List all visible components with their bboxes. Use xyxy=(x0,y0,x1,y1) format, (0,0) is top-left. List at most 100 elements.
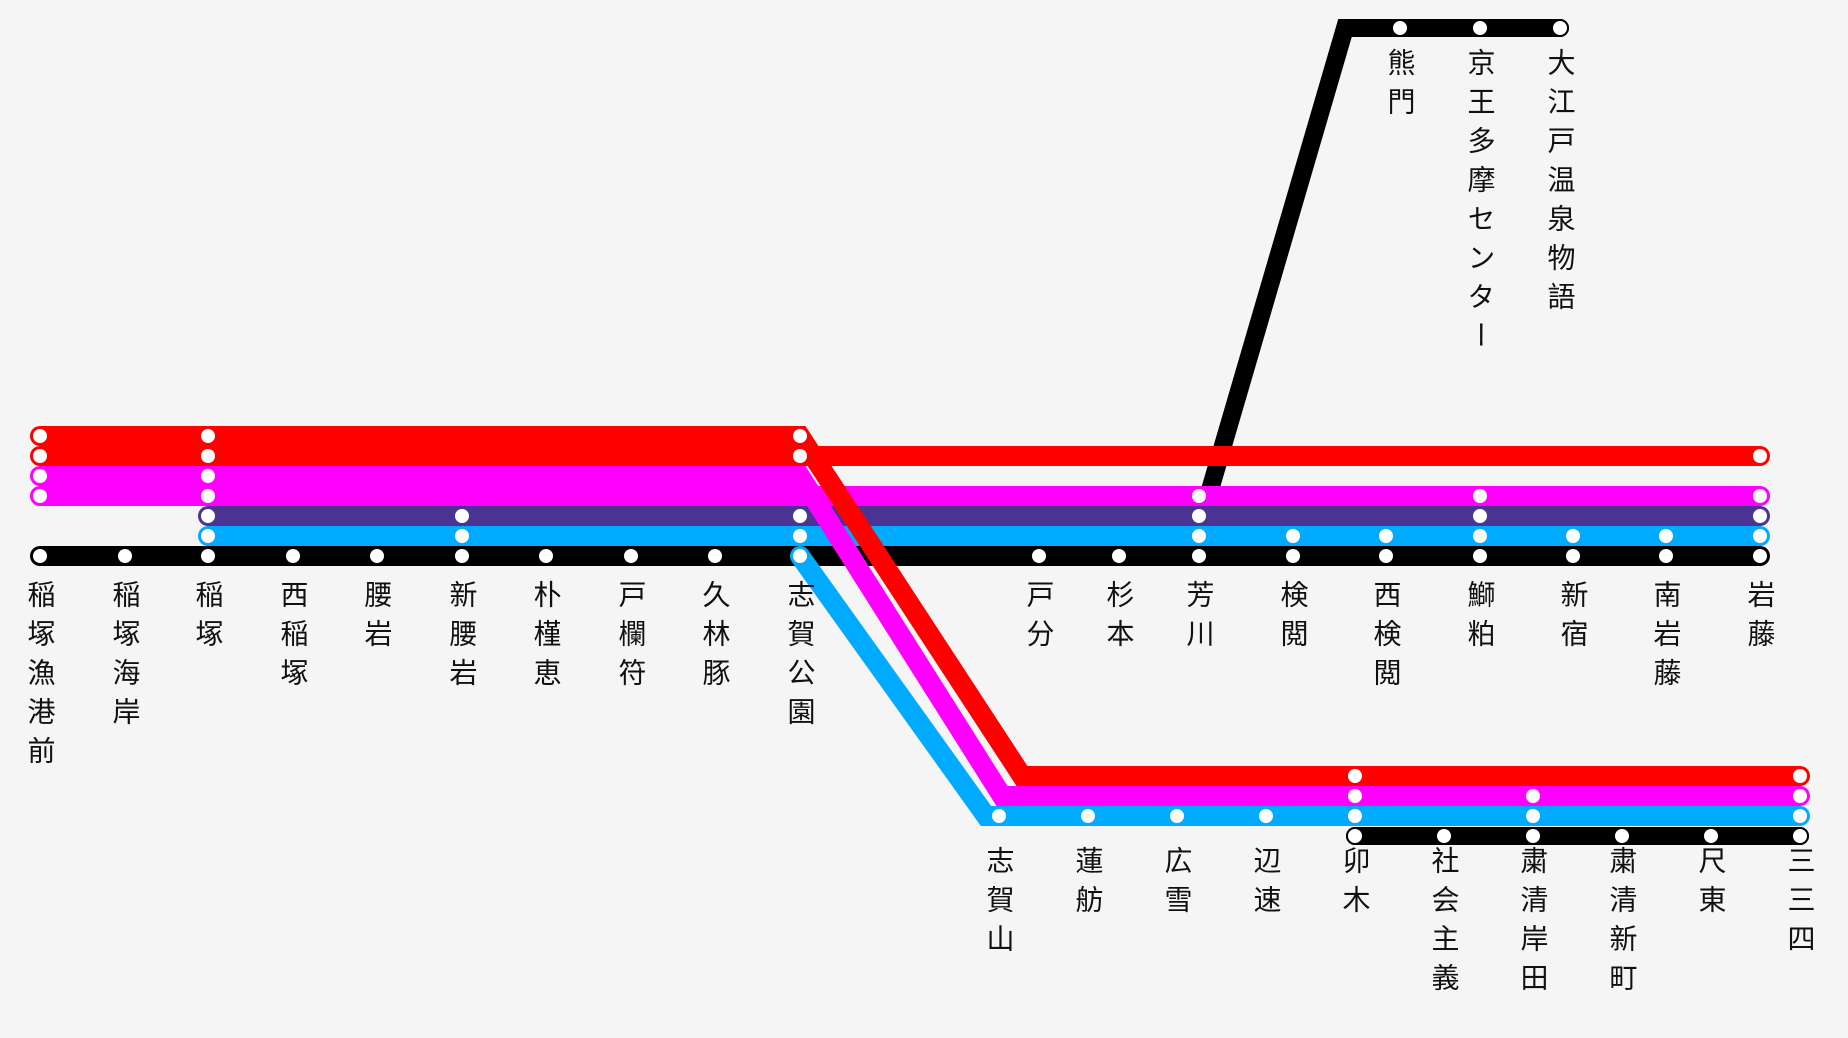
station-label-s07[interactable]: 朴槿恵 xyxy=(530,580,563,697)
station-marker[interactable] xyxy=(1473,529,1487,543)
station-label-s09[interactable]: 久林豚 xyxy=(699,580,732,697)
station-label-s16[interactable]: 鰤粕 xyxy=(1464,580,1497,658)
station-label-s22[interactable]: 大江戸温泉物語 xyxy=(1544,48,1577,321)
station-marker[interactable] xyxy=(455,549,469,563)
station-marker[interactable] xyxy=(199,527,217,545)
station-label-s03[interactable]: 稲塚 xyxy=(192,580,225,658)
station-marker[interactable] xyxy=(1659,549,1673,563)
station-marker[interactable] xyxy=(1526,789,1540,803)
station-label-s08[interactable]: 戸欄符 xyxy=(615,580,648,697)
station-marker[interactable] xyxy=(1791,807,1809,825)
station-marker[interactable] xyxy=(1566,529,1580,543)
station-marker[interactable] xyxy=(31,427,49,445)
station-marker[interactable] xyxy=(201,489,215,503)
station-marker[interactable] xyxy=(1751,507,1769,525)
station-marker[interactable] xyxy=(1791,827,1809,845)
station-label-s14[interactable]: 検閲 xyxy=(1277,580,1310,658)
station-label-s28[interactable]: 社会主義 xyxy=(1428,846,1461,1002)
station-label-s13[interactable]: 芳川 xyxy=(1183,580,1216,658)
station-marker[interactable] xyxy=(1551,19,1569,37)
station-marker[interactable] xyxy=(201,429,215,443)
station-marker[interactable] xyxy=(1791,767,1809,785)
station-marker[interactable] xyxy=(1170,809,1184,823)
station-marker[interactable] xyxy=(1473,549,1487,563)
station-label-s02[interactable]: 稲塚海岸 xyxy=(109,580,142,736)
station-label-s10[interactable]: 志賀公園 xyxy=(784,580,817,736)
station-marker[interactable] xyxy=(793,529,807,543)
station-marker[interactable] xyxy=(1473,509,1487,523)
station-label-s17[interactable]: 新宿 xyxy=(1557,580,1590,658)
station-label-s21[interactable]: 京王多摩センター xyxy=(1464,48,1497,360)
station-marker[interactable] xyxy=(1286,549,1300,563)
station-marker[interactable] xyxy=(1751,527,1769,545)
station-marker[interactable] xyxy=(1192,509,1206,523)
station-marker[interactable] xyxy=(455,509,469,523)
station-marker[interactable] xyxy=(1704,829,1718,843)
station-marker[interactable] xyxy=(1346,827,1364,845)
station-marker[interactable] xyxy=(1032,549,1046,563)
station-label-s19[interactable]: 岩藤 xyxy=(1744,580,1777,658)
station-marker[interactable] xyxy=(31,447,49,465)
station-marker[interactable] xyxy=(370,549,384,563)
station-marker[interactable] xyxy=(1192,529,1206,543)
station-label-s23[interactable]: 志賀山 xyxy=(983,846,1016,963)
station-label-s11[interactable]: 戸分 xyxy=(1023,580,1056,658)
station-marker[interactable] xyxy=(624,549,638,563)
station-marker[interactable] xyxy=(201,449,215,463)
station-marker[interactable] xyxy=(286,549,300,563)
station-marker[interactable] xyxy=(793,549,807,563)
station-marker[interactable] xyxy=(1566,549,1580,563)
station-label-s04[interactable]: 西稲塚 xyxy=(277,580,310,697)
station-marker[interactable] xyxy=(1526,829,1540,843)
station-label-s18[interactable]: 南岩藤 xyxy=(1650,580,1683,697)
station-marker[interactable] xyxy=(1751,547,1769,565)
station-marker[interactable] xyxy=(31,467,49,485)
station-marker[interactable] xyxy=(1473,489,1487,503)
station-marker[interactable] xyxy=(1379,549,1393,563)
station-marker[interactable] xyxy=(1659,529,1673,543)
station-marker[interactable] xyxy=(201,549,215,563)
station-marker[interactable] xyxy=(1751,487,1769,505)
station-marker[interactable] xyxy=(1286,529,1300,543)
station-marker[interactable] xyxy=(1751,447,1769,465)
station-marker[interactable] xyxy=(1393,21,1407,35)
station-marker[interactable] xyxy=(1437,829,1451,843)
station-marker[interactable] xyxy=(455,529,469,543)
station-marker[interactable] xyxy=(1615,829,1629,843)
station-marker[interactable] xyxy=(1192,549,1206,563)
station-label-s29[interactable]: 粛清岸田 xyxy=(1517,846,1550,1002)
station-marker[interactable] xyxy=(793,429,807,443)
station-marker[interactable] xyxy=(201,469,215,483)
station-marker[interactable] xyxy=(199,507,217,525)
station-marker[interactable] xyxy=(1259,809,1273,823)
station-label-s32[interactable]: 三三四 xyxy=(1784,846,1817,963)
station-label-s26[interactable]: 辺速 xyxy=(1250,846,1283,924)
station-marker[interactable] xyxy=(1112,549,1126,563)
station-marker[interactable] xyxy=(1526,809,1540,823)
station-label-s27[interactable]: 卯木 xyxy=(1339,846,1372,924)
station-label-s25[interactable]: 広雪 xyxy=(1161,846,1194,924)
station-marker[interactable] xyxy=(31,547,49,565)
station-marker[interactable] xyxy=(31,487,49,505)
station-marker[interactable] xyxy=(992,809,1006,823)
station-marker[interactable] xyxy=(539,549,553,563)
station-marker[interactable] xyxy=(1379,529,1393,543)
station-label-s20[interactable]: 熊門 xyxy=(1384,48,1417,126)
station-marker[interactable] xyxy=(1473,21,1487,35)
station-marker[interactable] xyxy=(1192,489,1206,503)
station-label-s30[interactable]: 粛清新町 xyxy=(1606,846,1639,1002)
station-label-s06[interactable]: 新腰岩 xyxy=(446,580,479,697)
station-marker[interactable] xyxy=(793,509,807,523)
station-label-s31[interactable]: 尺東 xyxy=(1695,846,1728,924)
station-marker[interactable] xyxy=(1791,787,1809,805)
station-label-s01[interactable]: 稲塚漁港前 xyxy=(24,580,57,775)
station-marker[interactable] xyxy=(1348,789,1362,803)
station-marker[interactable] xyxy=(1348,809,1362,823)
station-marker[interactable] xyxy=(793,449,807,463)
station-label-s12[interactable]: 杉本 xyxy=(1103,580,1136,658)
station-marker[interactable] xyxy=(118,549,132,563)
station-marker[interactable] xyxy=(1348,769,1362,783)
station-label-s15[interactable]: 西検閲 xyxy=(1370,580,1403,697)
station-marker[interactable] xyxy=(708,549,722,563)
station-label-s24[interactable]: 蓮舫 xyxy=(1072,846,1105,924)
